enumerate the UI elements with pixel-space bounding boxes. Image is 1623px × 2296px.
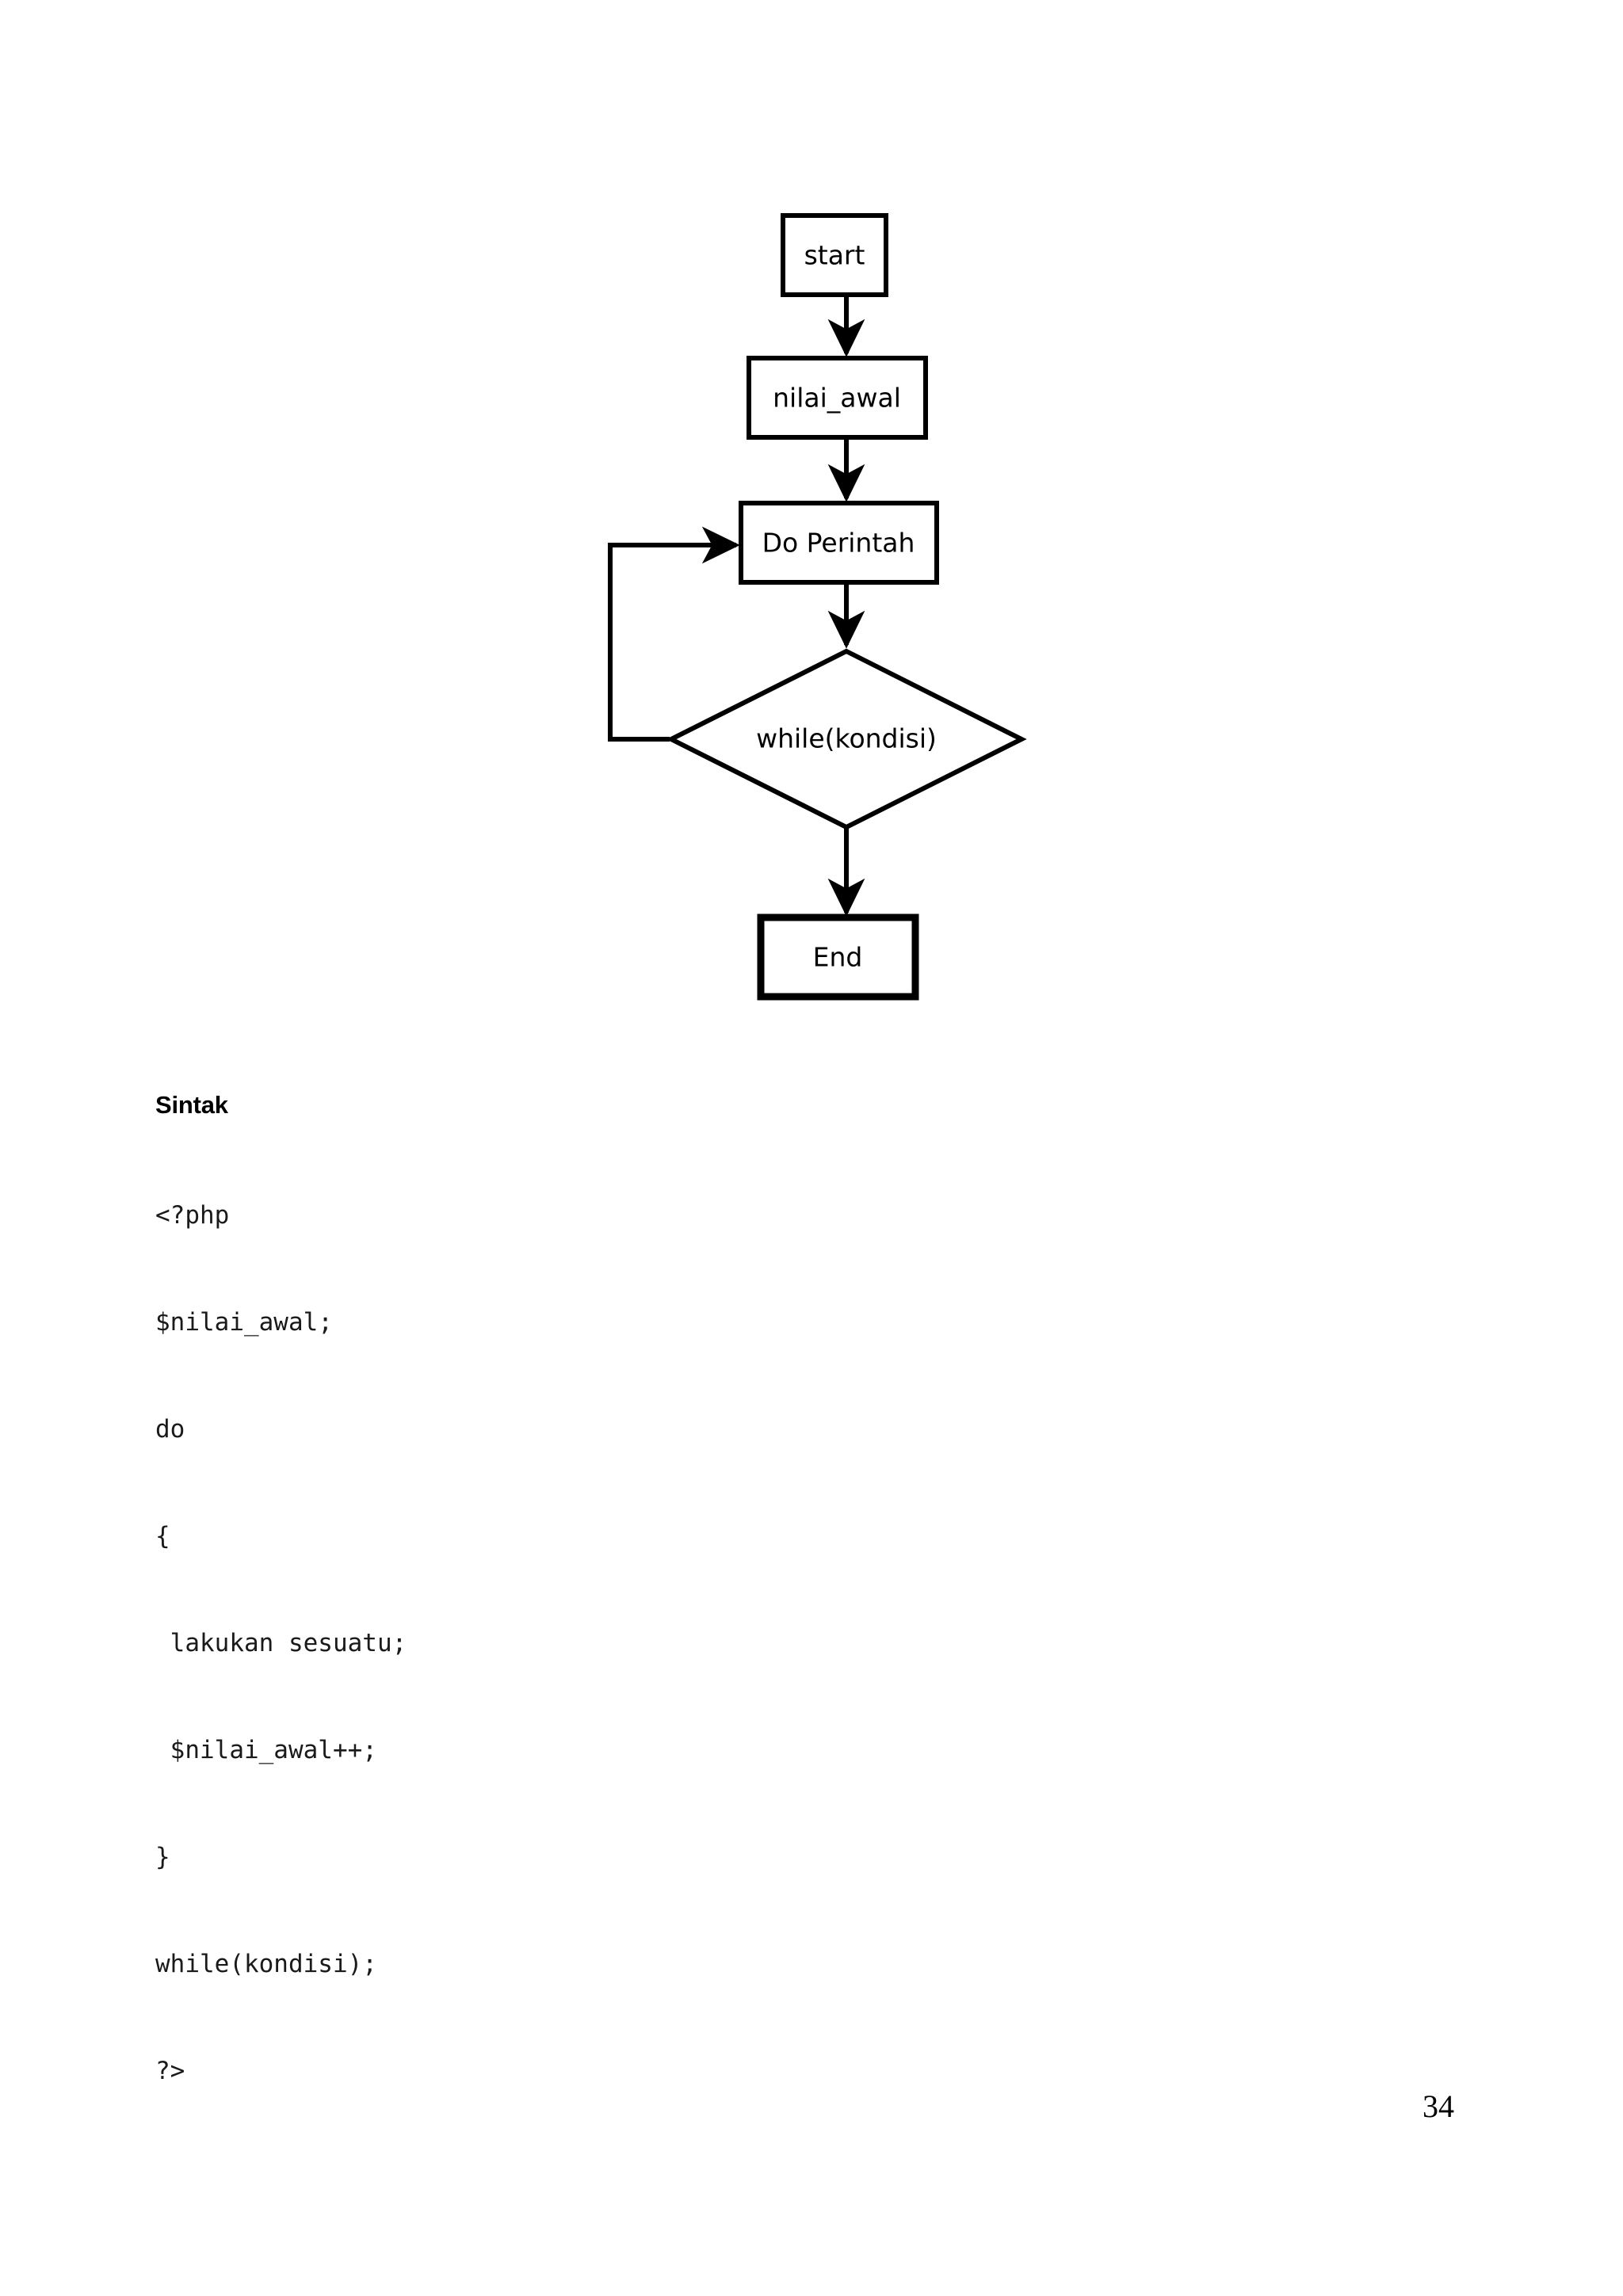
php-code-block: <?php $nilai_awal; do { lakukan sesuatu;… bbox=[155, 1127, 1106, 2161]
code-line: { bbox=[155, 1522, 170, 1550]
flow-node-start: start bbox=[781, 213, 888, 297]
flow-node-do-perintah: Do Perintah bbox=[739, 501, 939, 585]
edge-loop-back-to-do-perintah bbox=[608, 526, 740, 742]
code-line: lakukan sesuatu; bbox=[155, 1629, 407, 1657]
flow-node-while-condition-label: while(kondisi) bbox=[756, 723, 937, 754]
sintak-section: Sintak <?php $nilai_awal; do { lakukan s… bbox=[155, 1087, 1106, 2161]
code-line: while(kondisi); bbox=[155, 1950, 377, 1978]
code-line: ?> bbox=[155, 2057, 185, 2085]
code-line: $nilai_awal++; bbox=[155, 1736, 377, 1764]
page-number: 34 bbox=[1423, 2088, 1454, 2124]
flow-node-nilai-awal: nilai_awal bbox=[747, 356, 928, 440]
code-line: do bbox=[155, 1415, 185, 1444]
code-line: <?php bbox=[155, 1201, 230, 1230]
flow-node-while-condition: while(kondisi) bbox=[666, 648, 1027, 830]
code-line: } bbox=[155, 1843, 170, 1871]
flow-node-end: End bbox=[757, 913, 919, 1001]
flow-node-end-label: End bbox=[813, 942, 863, 973]
flow-node-start-label: start bbox=[804, 240, 865, 271]
code-line: $nilai_awal; bbox=[155, 1308, 333, 1337]
do-while-flowchart: start nilai_awal Do Perintah while(kondi… bbox=[0, 0, 1623, 1054]
flow-node-do-perintah-label: Do Perintah bbox=[762, 528, 915, 559]
flow-node-nilai-awal-label: nilai_awal bbox=[773, 383, 901, 414]
sintak-heading: Sintak bbox=[155, 1091, 228, 1119]
